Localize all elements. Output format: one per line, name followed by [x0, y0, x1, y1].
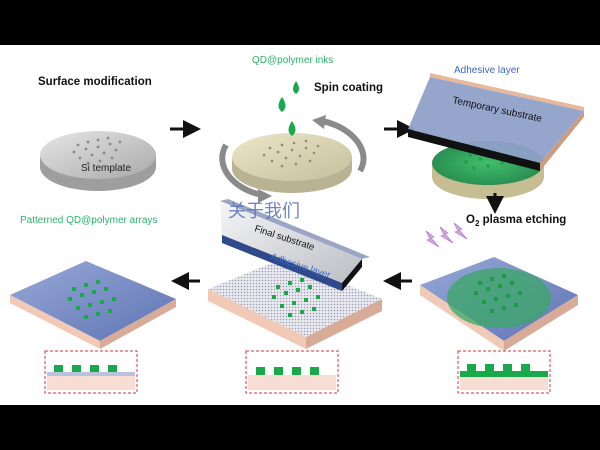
- watermark-text: 关于我们: [228, 201, 300, 221]
- cross-section-middle: [245, 350, 339, 394]
- patterned-slab: [10, 261, 176, 349]
- dotted-slab: [208, 259, 382, 349]
- cross-section-left: [44, 350, 138, 394]
- patterned-arrays-label: Patterned QD@polymer arrays: [20, 215, 157, 226]
- spin-coated-disk: [232, 133, 352, 193]
- rotation-arrowhead-right: [312, 115, 326, 129]
- qd-inks-label: QD@polymer inks: [252, 55, 333, 66]
- si-template-label: Si template: [81, 163, 131, 174]
- plasma-bolts: [425, 222, 468, 248]
- process-diagram-svg: Surface modification Si template QD@poly…: [10, 55, 584, 394]
- rotation-arrows: [219, 118, 367, 198]
- ink-droplets: [278, 81, 299, 136]
- rotation-arrowhead-left: [258, 189, 272, 203]
- final-substrate-plate: [220, 199, 370, 291]
- process-diagram: Surface modification Si template QD@poly…: [0, 45, 600, 405]
- etched-slab: [420, 257, 578, 351]
- temporary-substrate-plate: [408, 73, 584, 171]
- adhesive-layer-top-label: Adhesive layer: [454, 65, 520, 76]
- cross-section-right: [457, 350, 551, 394]
- surface-modification-label: Surface modification: [38, 76, 152, 88]
- si-template-disk: [40, 131, 156, 191]
- spin-coating-label: Spin coating: [314, 82, 383, 94]
- plasma-etching-label: O2 plasma etching: [466, 214, 566, 228]
